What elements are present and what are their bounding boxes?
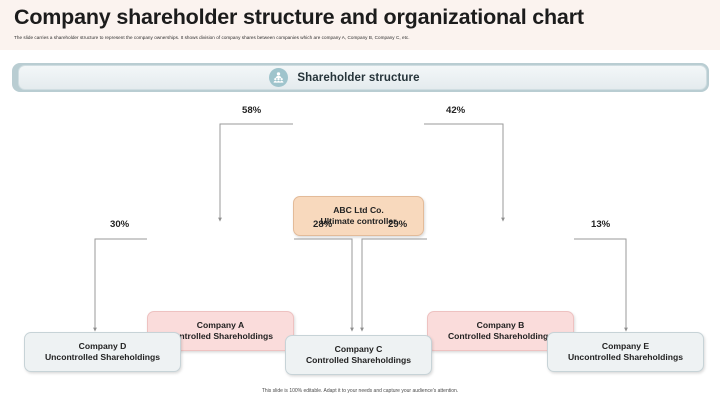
node-company-d-line1: Company D bbox=[78, 341, 127, 351]
edge-label-company-b-to-company-e: 13% bbox=[591, 219, 611, 230]
page-title: Company shareholder structure and organi… bbox=[14, 5, 584, 29]
node-company-c-line2: Controlled Shareholdings bbox=[305, 355, 412, 365]
node-company-c[interactable]: Company C Controlled Shareholdings bbox=[285, 335, 432, 375]
edge-label-abc-to-company-b: 42% bbox=[446, 105, 466, 116]
node-company-a-line1: Company A bbox=[196, 320, 245, 330]
header-band bbox=[0, 0, 720, 50]
edge-label-company-a-to-company-c: 28% bbox=[313, 219, 333, 230]
org-chart: ABC Ltd Co. Ultimate controller Company … bbox=[0, 92, 720, 382]
section-bar-label: Shareholder structure bbox=[297, 71, 420, 84]
section-bar-content: Shareholder structure bbox=[269, 68, 420, 87]
node-company-a-line2: Controlled Shareholdings bbox=[167, 331, 274, 341]
edge-label-company-b-to-company-c: 29% bbox=[388, 219, 408, 230]
section-bar-face: Shareholder structure bbox=[18, 65, 707, 90]
page-subtitle: The slide carries a shareholder structur… bbox=[14, 35, 410, 40]
node-company-b-line2: Controlled Shareholdings bbox=[447, 331, 554, 341]
node-company-e-line1: Company E bbox=[601, 341, 650, 351]
node-abc-ltd-line1: ABC Ltd Co. bbox=[333, 205, 384, 215]
node-company-d-line2: Uncontrolled Shareholdings bbox=[44, 352, 161, 362]
connector-lines bbox=[93, 123, 628, 332]
footer-note: This slide is 100% editable. Adapt it to… bbox=[261, 388, 459, 394]
edge-label-abc-to-company-a: 58% bbox=[242, 105, 262, 116]
people-group-icon bbox=[269, 68, 289, 87]
node-company-c-line1: Company C bbox=[334, 344, 383, 354]
node-company-b-line1: Company B bbox=[476, 320, 525, 330]
edge-label-company-a-to-company-d: 30% bbox=[110, 219, 130, 230]
node-company-e[interactable]: Company E Uncontrolled Shareholdings bbox=[547, 332, 704, 372]
node-company-e-line2: Uncontrolled Shareholdings bbox=[567, 352, 684, 362]
section-bar: Shareholder structure bbox=[12, 63, 709, 92]
node-abc-ltd[interactable]: ABC Ltd Co. Ultimate controller bbox=[293, 196, 424, 236]
node-company-d[interactable]: Company D Uncontrolled Shareholdings bbox=[24, 332, 181, 372]
node-abc-ltd-line2: Ultimate controller bbox=[320, 216, 397, 226]
